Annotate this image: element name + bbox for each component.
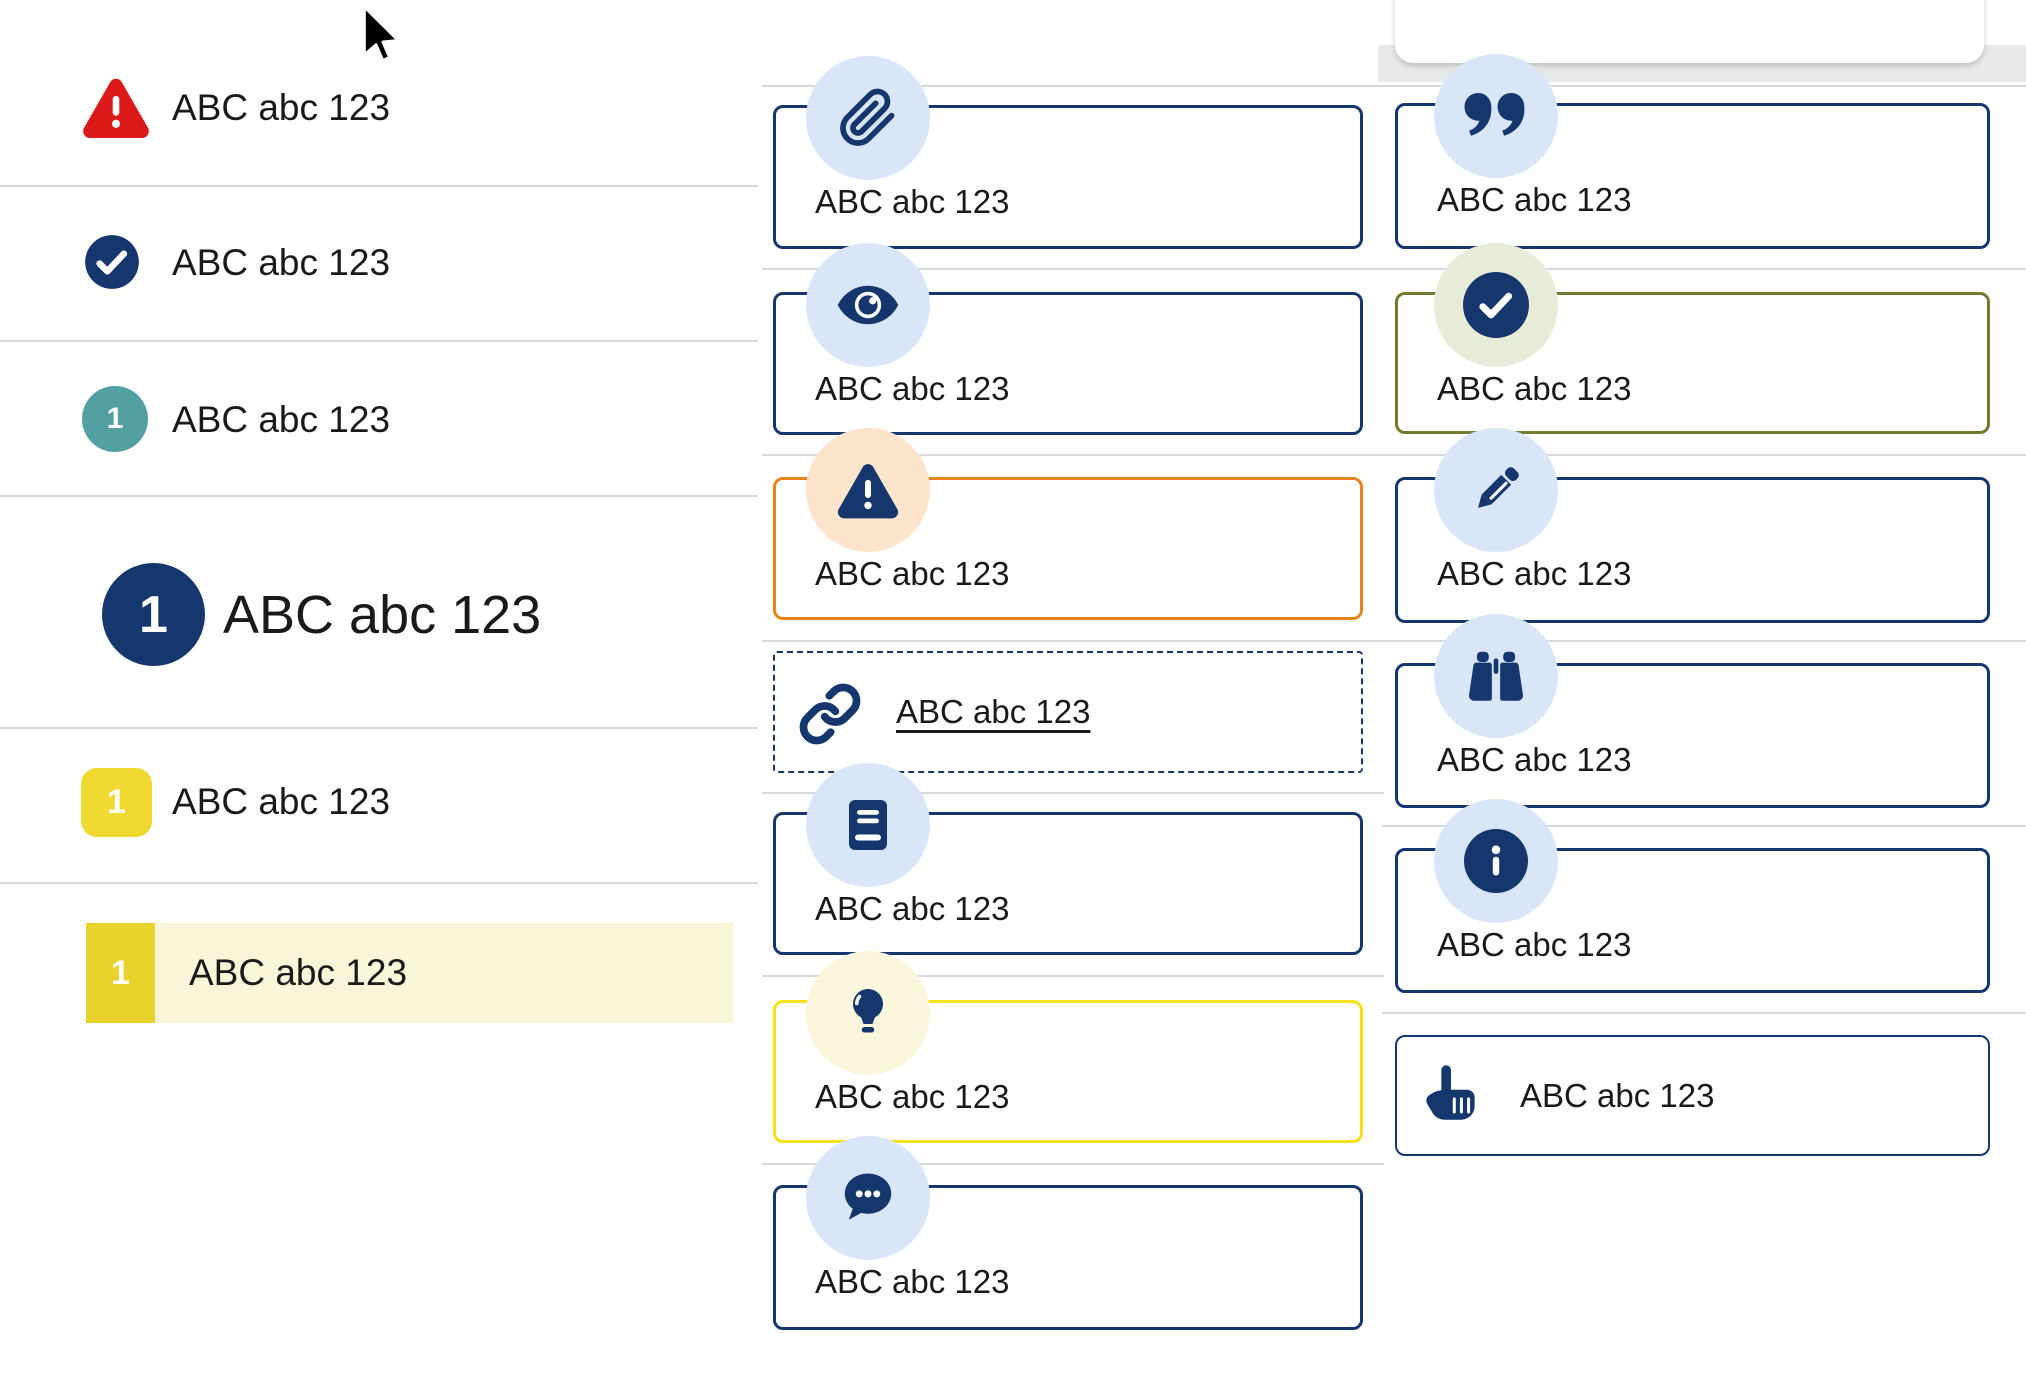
divider [1382,268,2026,270]
divider [1382,825,2026,827]
list-item-label: ABC abc 123 [172,399,391,440]
card-attachment: ABC abc 123 [773,56,1363,249]
card-label: ABC abc 123 [1520,1076,1715,1114]
card-label: ABC abc 123 [1437,181,1632,218]
info-icon [1434,799,1558,923]
card-success: ABC abc 123 [1395,243,1990,434]
list-item-label: ABC abc 123 [189,952,408,993]
warning-triangle-icon [77,71,155,148]
list-item-label: ABC abc 123 [172,242,391,283]
pencil-icon [1434,428,1558,552]
divider [1382,454,2026,456]
card-edit: ABC abc 123 [1395,428,1990,623]
divider [0,727,758,729]
card-link-text[interactable]: ABC abc 123 [896,693,1091,730]
card-label: ABC abc 123 [815,1078,1010,1115]
eye-icon [806,243,930,367]
mouse-cursor-arrow [360,4,406,75]
book-icon [806,763,930,887]
hand-pointer-icon [1421,1062,1487,1133]
card-tip: ABC abc 123 [773,951,1363,1143]
card-comment: ABC abc 123 [773,1136,1363,1330]
card-action[interactable]: ABC abc 123 [1395,1035,1990,1156]
paperclip-icon [806,56,930,180]
card-label: ABC abc 123 [1437,555,1632,592]
card-label: ABC abc 123 [1437,741,1632,778]
divider [762,454,1384,456]
top-partial-card [1395,0,1984,63]
check-circle-icon [1434,243,1558,367]
divider [762,792,1384,794]
card-label: ABC abc 123 [1437,926,1632,963]
lightbulb-icon [806,951,930,1075]
card-warning: ABC abc 123 [773,428,1363,620]
divider [762,1163,1384,1165]
divider [762,85,2026,87]
divider [0,185,758,187]
step-number-badge: 1 [82,386,148,452]
list-item-label: ABC abc 123 [172,87,391,128]
divider [762,268,1384,270]
step-number-badge: 1 [81,768,152,837]
divider [762,640,1384,642]
quote-icon [1434,54,1558,178]
card-label: ABC abc 123 [815,1263,1010,1300]
card-info: ABC abc 123 [1395,799,1990,993]
card-link[interactable]: ABC abc 123 [773,651,1363,773]
card-label: ABC abc 123 [815,555,1010,592]
warning-triangle-icon [806,428,930,552]
list-item-label: ABC abc 123 [172,781,391,822]
speech-bubble-icon [806,1136,930,1260]
divider [0,882,758,884]
link-icon [798,682,862,751]
page-heading: ABC abc 123 [223,585,542,645]
divider [762,975,1384,977]
card-label: ABC abc 123 [815,370,1010,407]
step-number-badge-large: 1 [102,563,205,666]
card-quote: ABC abc 123 [1395,54,1990,249]
divider [1382,1012,2026,1014]
card-label: ABC abc 123 [815,183,1010,220]
list-item-step-highlighted[interactable]: 1 ABC abc 123 [86,923,733,1023]
divider [0,495,758,497]
card-book: ABC abc 123 [773,763,1363,955]
card-label: ABC abc 123 [1437,370,1632,407]
card-visibility: ABC abc 123 [773,243,1363,435]
card-label: ABC abc 123 [815,890,1010,927]
step-number-badge: 1 [86,923,155,1023]
check-circle-icon [81,231,143,298]
card-search: ABC abc 123 [1395,614,1990,808]
binoculars-icon [1434,614,1558,738]
divider [1382,640,2026,642]
divider [0,340,758,342]
